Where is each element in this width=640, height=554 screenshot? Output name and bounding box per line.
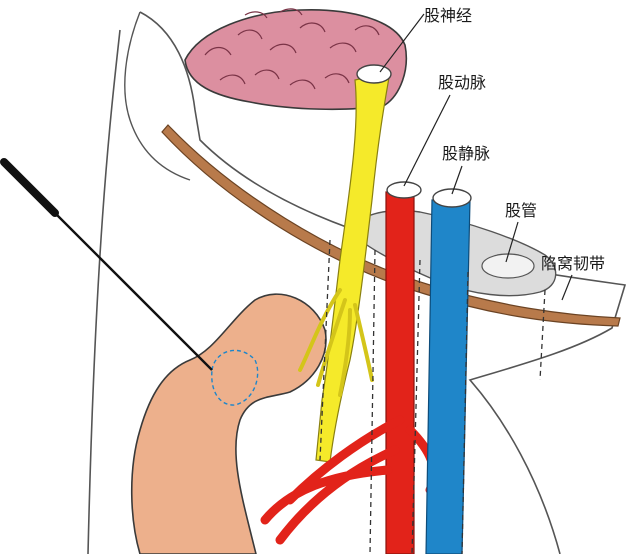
iliopsoas-muscle bbox=[184, 8, 408, 111]
femoral-canal-opening bbox=[481, 253, 535, 279]
femoral-artery bbox=[260, 181, 439, 554]
leader-vein bbox=[451, 165, 463, 195]
vessel-sheath-dashed bbox=[319, 239, 546, 554]
leader-nerve bbox=[379, 13, 425, 73]
thigh-left-edge bbox=[124, 11, 191, 181]
leader-canal bbox=[505, 221, 519, 263]
label-femoral-artery: 股动脉 bbox=[438, 73, 487, 92]
leader-ligament bbox=[561, 274, 573, 301]
label-femoral-vein: 股静脉 bbox=[442, 144, 491, 163]
femur-head-dashed bbox=[211, 349, 259, 406]
label-lacunar-ligament: 陷窝韧带 bbox=[541, 254, 606, 273]
femoral-vein bbox=[425, 188, 472, 554]
leader-artery bbox=[403, 94, 451, 187]
label-femoral-canal: 股管 bbox=[505, 201, 538, 220]
lacunar-ligament-band bbox=[161, 124, 621, 327]
probe-handle bbox=[0, 158, 59, 217]
label-femoral-nerve: 股神经 bbox=[424, 6, 473, 25]
femoral-nerve bbox=[298, 64, 392, 463]
